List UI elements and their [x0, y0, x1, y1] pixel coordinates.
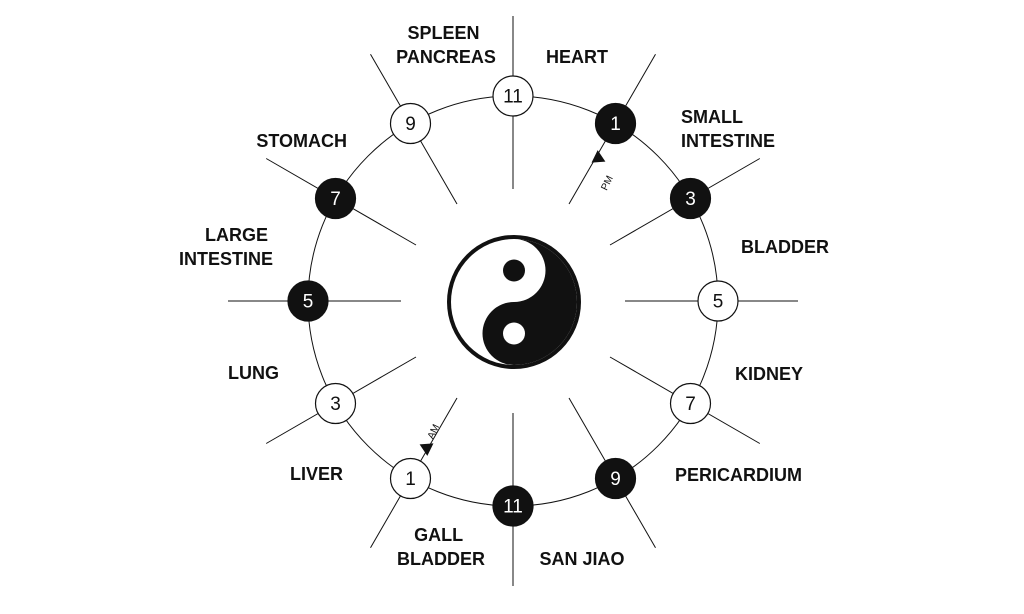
hour-2: 3: [669, 177, 712, 220]
pm-label: PM: [599, 174, 615, 192]
hour-1: 1: [594, 102, 637, 145]
hour-circle: [389, 457, 432, 500]
hour-number: 7: [685, 394, 696, 415]
hour-circle: [594, 102, 637, 145]
am-arrow-icon: [419, 443, 434, 456]
hour-6: 11: [492, 485, 534, 527]
hour-circle: [594, 457, 637, 500]
am-marker: AM: [419, 423, 442, 456]
hour-number: 11: [503, 87, 523, 108]
organ-label-large-intestine: LARGE INTESTINE: [179, 225, 273, 269]
hour-circle: [314, 177, 357, 220]
am-label: AM: [426, 423, 442, 441]
hour-circle: [697, 280, 739, 322]
hour-number: 9: [405, 114, 416, 135]
organ-label-liver: LIVER: [290, 464, 343, 484]
hour-9: 5: [287, 280, 329, 322]
hour-number: 3: [685, 189, 696, 210]
hour-number: 9: [610, 469, 621, 490]
hour-number: 1: [610, 114, 621, 135]
hour-5: 9: [594, 457, 637, 500]
hour-10: 7: [314, 177, 357, 220]
organ-label-kidney: KIDNEY: [735, 364, 803, 384]
hour-number: 5: [303, 292, 314, 313]
hour-8: 3: [314, 382, 357, 425]
organ-label-lung: LUNG: [228, 363, 279, 383]
organ-label-gall-bladder: GALL BLADDER: [397, 525, 485, 569]
organ-label-san-jiao: SAN JIAO: [539, 549, 624, 569]
hour-3: 5: [697, 280, 739, 322]
yin-yang-icon: [447, 235, 581, 369]
hour-circle: [669, 382, 712, 425]
pm-marker: PM: [591, 150, 616, 192]
hour-number: 1: [405, 469, 416, 490]
organ-label-small-intestine: SMALL INTESTINE: [681, 107, 775, 151]
hour-circle: [669, 177, 712, 220]
hour-circle: [492, 485, 534, 527]
organ-label-heart: HEART: [546, 47, 608, 67]
hour-number: 7: [330, 189, 341, 210]
organ-label-stomach: STOMACH: [256, 131, 347, 151]
hour-0: 11: [492, 75, 534, 117]
hour-circle: [492, 75, 534, 117]
hour-4: 7: [669, 382, 712, 425]
hour-circle: [314, 382, 357, 425]
hour-number: 5: [713, 292, 724, 313]
organ-label-spleen-pancreas: SPLEEN PANCREAS: [396, 23, 496, 67]
hour-circle: [287, 280, 329, 322]
hour-7: 1: [389, 457, 432, 500]
organ-label-pericardium: PERICARDIUM: [675, 465, 802, 485]
hour-11: 9: [389, 102, 432, 145]
hour-circle: [389, 102, 432, 145]
pm-arrow-icon: [591, 150, 606, 163]
hour-number: 3: [330, 394, 341, 415]
organ-label-bladder: BLADDER: [741, 237, 829, 257]
hour-number: 11: [503, 497, 523, 518]
